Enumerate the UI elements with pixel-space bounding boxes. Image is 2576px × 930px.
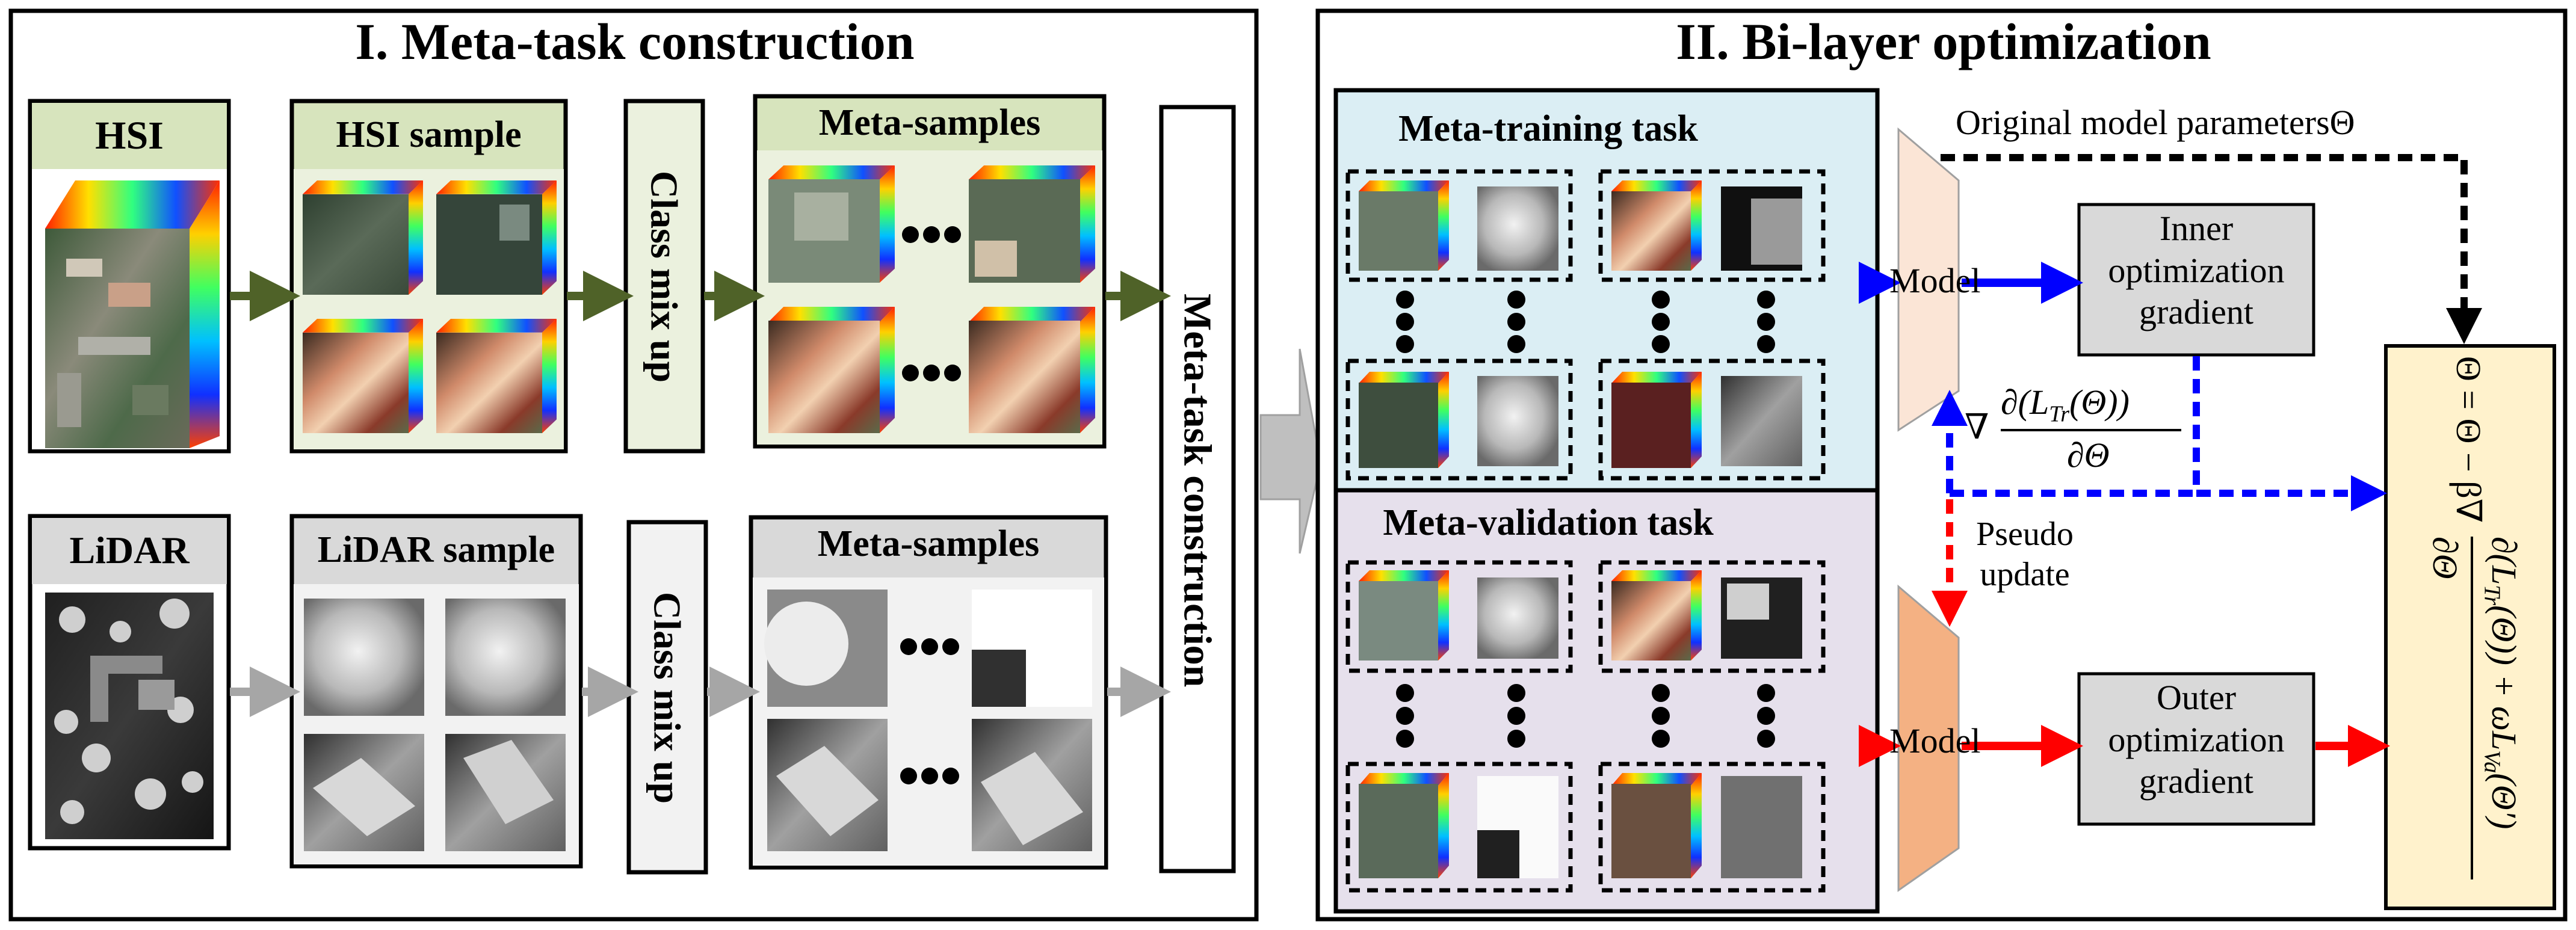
lidar-label: LiDAR <box>69 529 190 571</box>
training-sample-pairs <box>1345 169 1826 481</box>
outer-grad-box <box>2077 672 2315 826</box>
hsi-sample-label: HSI sample <box>336 114 522 155</box>
update-left: Θ = Θ − β∇ <box>2449 356 2488 523</box>
inner-grad-label: Inner optimization gradient <box>2079 208 2314 333</box>
validation-sample-pairs <box>1345 560 1826 893</box>
pseudo-update-line-1: Pseudo <box>1976 516 2074 553</box>
meta-training-label: Meta-training task <box>1398 108 1698 149</box>
left-arrows <box>230 271 1171 717</box>
grad-num-b: (Θ)) <box>2069 383 2130 422</box>
upd-sub-tr: Tr <box>2479 585 2505 606</box>
meta-validation-label: Meta-validation task <box>1383 502 1714 543</box>
grad-nabla: ∇ <box>1965 407 1989 446</box>
grad-fraction-bar <box>2001 429 2181 431</box>
gradient-formula: ∇ ∂(LTr(Θ)) ∂Θ <box>1965 382 2193 478</box>
update-formula-rotated: Θ = Θ − β∇ ∂(LTr(Θ)) + ωLVa(Θ′) ∂Θ <box>2404 356 2536 898</box>
meta-samples-bottom-label: Meta-samples <box>817 523 1040 564</box>
model-bottom-label: Model <box>1889 721 1981 760</box>
upd-num-mid: (Θ)) + ωL <box>2485 605 2524 751</box>
left-panel-title: I. Meta-task construction <box>355 13 915 70</box>
meta-task-construction-label: Meta-task construction <box>1175 293 1220 688</box>
pseudo-update-label: Pseudo update <box>1965 514 2085 595</box>
update-fraction-bar <box>2471 537 2473 879</box>
upd-sub-va: Va <box>2479 750 2505 774</box>
original-params-label: Original model parametersΘ <box>1956 103 2355 142</box>
grad-num-a: ∂(L <box>2001 383 2049 422</box>
grad-numerator: ∂(LTr(Θ)) <box>2001 382 2130 428</box>
grad-num-sub: Tr <box>2049 401 2070 427</box>
meta-samples-top-label: Meta-samples <box>818 102 1041 143</box>
hsi-label: HSI <box>95 114 164 158</box>
pseudo-update-line-2: update <box>1980 556 2070 594</box>
panel-connector-arrow <box>1259 348 1322 554</box>
lidar-sample-box <box>289 514 583 869</box>
class-mix-up-top-label: Class mix up <box>643 170 686 383</box>
update-formula: Θ = Θ − β∇ ∂(LTr(Θ)) + ωLVa(Θ′) ∂Θ <box>2386 346 2554 908</box>
outer-grad-label: Outer optimization gradient <box>2079 677 2314 802</box>
inner-grad-line-1: Inner <box>2159 209 2234 248</box>
model-top-label: Model <box>1889 261 1981 300</box>
update-denominator: ∂Θ <box>2426 537 2465 579</box>
upd-num-tail: (Θ′) <box>2485 773 2524 830</box>
class-mix-up-top-box <box>623 99 705 454</box>
lidar-sample-label: LiDAR sample <box>317 529 555 570</box>
class-mix-up-bottom-box <box>626 520 708 875</box>
lidar-box <box>28 514 231 851</box>
outer-grad-line-2: optimization <box>2108 719 2285 759</box>
hsi-sample-cubes <box>303 180 557 433</box>
update-formula-box <box>2384 344 2556 910</box>
inner-grad-line-2: optimization <box>2108 250 2285 290</box>
upd-num-a: ∂(L <box>2485 537 2524 585</box>
meta-task-construction-box <box>1159 105 1236 873</box>
right-panel-title: II. Bi-layer optimization <box>1676 13 2211 70</box>
outer-grad-line-3: gradient <box>2139 762 2254 801</box>
right-arrows <box>1859 154 2482 767</box>
update-numerator: ∂(LTr(Θ)) + ωLVa(Θ′) <box>2479 537 2524 829</box>
hsi-box <box>28 99 231 454</box>
class-mix-up-bottom-label: Class mix up <box>646 591 689 804</box>
inner-grad-line-3: gradient <box>2139 292 2254 332</box>
meta-samples-top-cubes <box>768 165 1095 433</box>
grad-denominator: ∂Θ <box>2067 436 2110 475</box>
outer-grad-line-1: Outer <box>2156 678 2237 717</box>
meta-samples-bottom-box <box>749 515 1108 870</box>
